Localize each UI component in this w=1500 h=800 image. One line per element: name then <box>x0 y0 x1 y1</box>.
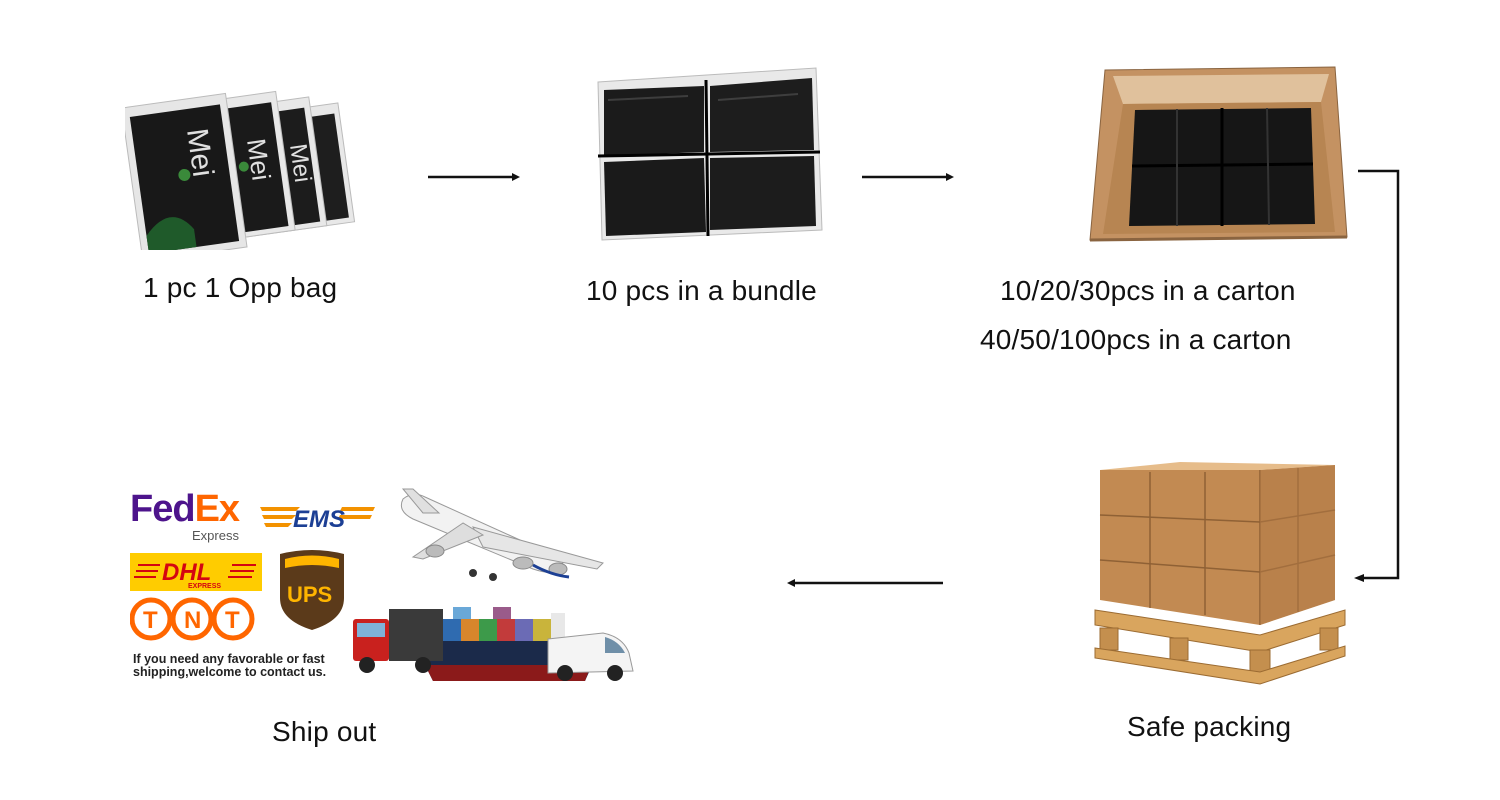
dhl-text: DHL <box>162 559 211 586</box>
step-caption-opp-bag: 1 pc 1 Opp bag <box>143 272 337 304</box>
step-caption-bundle: 10 pcs in a bundle <box>586 275 817 307</box>
ups-logo: UPS <box>277 550 347 632</box>
step-caption-pallet: Safe packing <box>1127 711 1291 743</box>
dhl-logo: DHL EXPRESS <box>130 553 262 591</box>
bundle-image <box>588 60 828 245</box>
ems-logo: EMS <box>260 503 375 531</box>
tnt-letter: T <box>225 607 240 634</box>
bag-brand-text: Mei <box>284 142 316 184</box>
fedex-ex-text: Ex <box>195 488 239 530</box>
tnt-letter: T <box>143 607 158 634</box>
ups-text: UPS <box>287 582 332 607</box>
dhl-express-text: EXPRESS <box>188 583 221 590</box>
fedex-fed-text: Fed <box>130 488 195 530</box>
step-caption-ship: Ship out <box>272 716 376 748</box>
flow-arrow-left <box>787 576 943 590</box>
tnt-letter: N <box>184 607 201 634</box>
fedex-express-text: Express <box>192 528 250 543</box>
step-caption-carton-line1: 10/20/30pcs in a carton <box>1000 275 1296 307</box>
shipping-panel: FedEx Express EMS DHL EXPRESS <box>125 485 645 690</box>
bag-brand-text: Mei <box>180 126 219 178</box>
ems-text: EMS <box>293 506 345 531</box>
bag-brand-text: Mei <box>241 137 277 183</box>
flow-arrow-elbow <box>1350 166 1405 586</box>
airplane-image <box>383 485 613 595</box>
opp-bag-image: Mei Mei Mei <box>125 70 380 250</box>
shipping-note: If you need any favorable or fast shippi… <box>133 653 326 679</box>
shipping-note-line2: shipping,welcome to contact us. <box>133 666 326 679</box>
step-caption-carton-line2: 40/50/100pcs in a carton <box>980 324 1291 356</box>
tnt-logo: T N T <box>130 597 255 641</box>
vehicles-image <box>353 593 643 688</box>
pallet-image <box>1090 460 1350 690</box>
carton-image <box>1085 62 1355 247</box>
flow-arrow-right <box>862 170 954 184</box>
flow-arrow-right <box>428 170 520 184</box>
fedex-logo: FedEx Express <box>130 490 250 543</box>
